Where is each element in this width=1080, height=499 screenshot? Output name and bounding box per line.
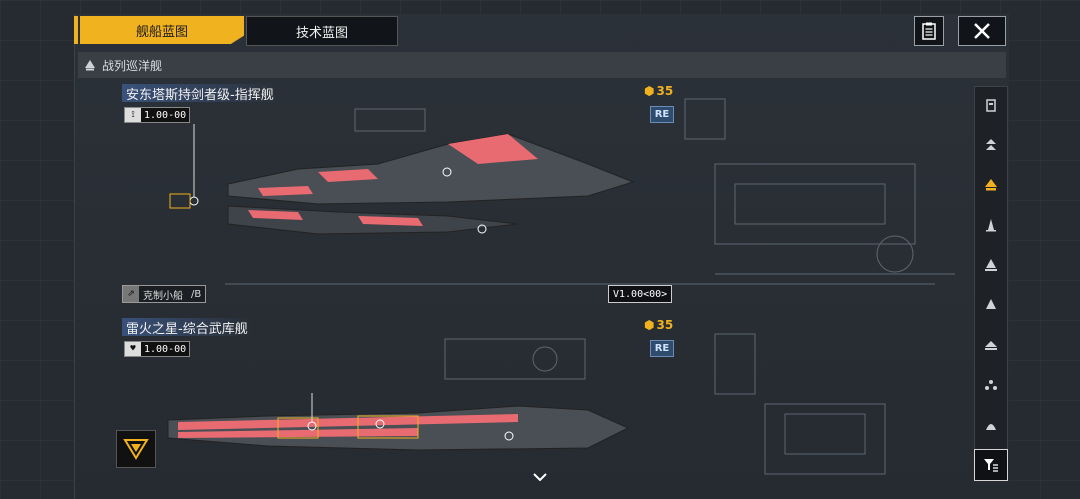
- battlecruiser-icon: [985, 179, 997, 191]
- ship-class-icon: ⟟: [125, 108, 141, 122]
- cruiser-icon: [985, 259, 997, 271]
- station-icon: [986, 424, 996, 430]
- filter-button[interactable]: [974, 449, 1008, 481]
- hull-stripe: [178, 414, 518, 430]
- armory-class-icon: ♥: [125, 342, 141, 356]
- cost-icon: ⬢: [644, 84, 655, 98]
- filter-station[interactable]: [975, 409, 1007, 441]
- battlecruiser-icon: [85, 60, 95, 71]
- cost-value: 35: [656, 84, 674, 98]
- ship-name: 安东塔斯持剑者级-指挥舰: [122, 84, 278, 103]
- ship-stat-value: 1.00-00: [144, 109, 187, 121]
- hull-shape: [227, 133, 635, 205]
- selection-bracket: [169, 193, 191, 209]
- filter-corvette[interactable]: [975, 369, 1007, 401]
- re-badge: RE: [650, 106, 674, 123]
- category-label: 战列巡洋舰: [102, 58, 163, 73]
- filter-icon: [984, 459, 998, 472]
- ship-stat-value: 1.00-00: [144, 343, 187, 355]
- ship-stat-box: ⟟ 1.00-00: [124, 107, 191, 123]
- counter-tag: ⇗ 克制小船 /B: [122, 285, 207, 303]
- hull-stripe: [318, 169, 378, 182]
- tab-marker: [74, 16, 78, 44]
- hull-stripe: [358, 216, 423, 226]
- close-button[interactable]: [958, 16, 1006, 46]
- tab-ship-blueprint[interactable]: 舰船蓝图: [80, 16, 244, 44]
- filter-all[interactable]: [975, 89, 1007, 121]
- list-button[interactable]: [914, 16, 944, 46]
- hardpoint-marker: [189, 196, 199, 206]
- hardpoint-marker: [442, 167, 452, 177]
- destroyer-icon: [986, 219, 996, 232]
- re-badge: RE: [650, 340, 674, 357]
- cost-display: ⬢ 35: [644, 318, 673, 332]
- tab-tech-blueprint[interactable]: 技术蓝图: [246, 16, 398, 46]
- auxiliary-icon: [985, 341, 997, 350]
- class-emblem: [116, 430, 156, 468]
- hardpoint-marker: [375, 419, 385, 429]
- emblem-icon: [123, 439, 149, 460]
- version-label: V1.00<00>: [608, 285, 673, 303]
- clipboard-icon: [922, 22, 936, 40]
- filter-frigate[interactable]: [975, 129, 1007, 161]
- ship-model-1: [169, 124, 635, 235]
- corvette-icon: [985, 380, 997, 390]
- hardpoint-marker: [477, 224, 487, 234]
- blueprint-decoration: [225, 98, 955, 475]
- filter-cruiser[interactable]: [975, 249, 1007, 281]
- counter-tag-suffix: /B: [191, 288, 202, 300]
- cost-value: 35: [656, 318, 674, 332]
- ship-name: 雷火之星-综合武库舰: [122, 318, 252, 337]
- ship-model-2: [167, 393, 630, 451]
- scroll-down-button[interactable]: [530, 470, 550, 484]
- filter-auxiliary[interactable]: [975, 329, 1007, 361]
- selection-bracket: [277, 417, 319, 439]
- ship-card-1[interactable]: 安东塔斯持剑者级-指挥舰 ⟟ 1.00-00 ⬢ 35 RE ⇗ 克制小船 /B…: [118, 84, 678, 306]
- chevron-down-icon: [533, 473, 547, 481]
- filter-carrier[interactable]: [975, 289, 1007, 321]
- carrier-icon: [986, 299, 996, 309]
- ship-type-filter: [974, 86, 1008, 478]
- hull-stripe: [448, 134, 538, 164]
- counter-small-ship-icon: ⇗: [123, 286, 139, 302]
- close-icon: [974, 23, 990, 39]
- hardpoint-marker: [504, 431, 514, 441]
- hull-stripe: [248, 210, 303, 220]
- ship-card-2[interactable]: 雷火之星-综合武库舰 ♥ 1.00-00 ⬢ 35 RE: [118, 318, 678, 478]
- filter-destroyer[interactable]: [975, 209, 1007, 241]
- counter-tag-text: 克制小船: [143, 290, 183, 302]
- filter-battlecruiser[interactable]: [975, 169, 1007, 201]
- frigate-icon: [986, 139, 996, 150]
- selection-bracket: [357, 415, 419, 439]
- cost-display: ⬢ 35: [644, 84, 673, 98]
- ship-stat-box: ♥ 1.00-00: [124, 341, 191, 357]
- category-bar: 战列巡洋舰: [78, 52, 1006, 78]
- cost-icon: ⬢: [644, 318, 655, 332]
- all-ships-icon: [986, 99, 996, 112]
- hull-stripe: [258, 186, 313, 196]
